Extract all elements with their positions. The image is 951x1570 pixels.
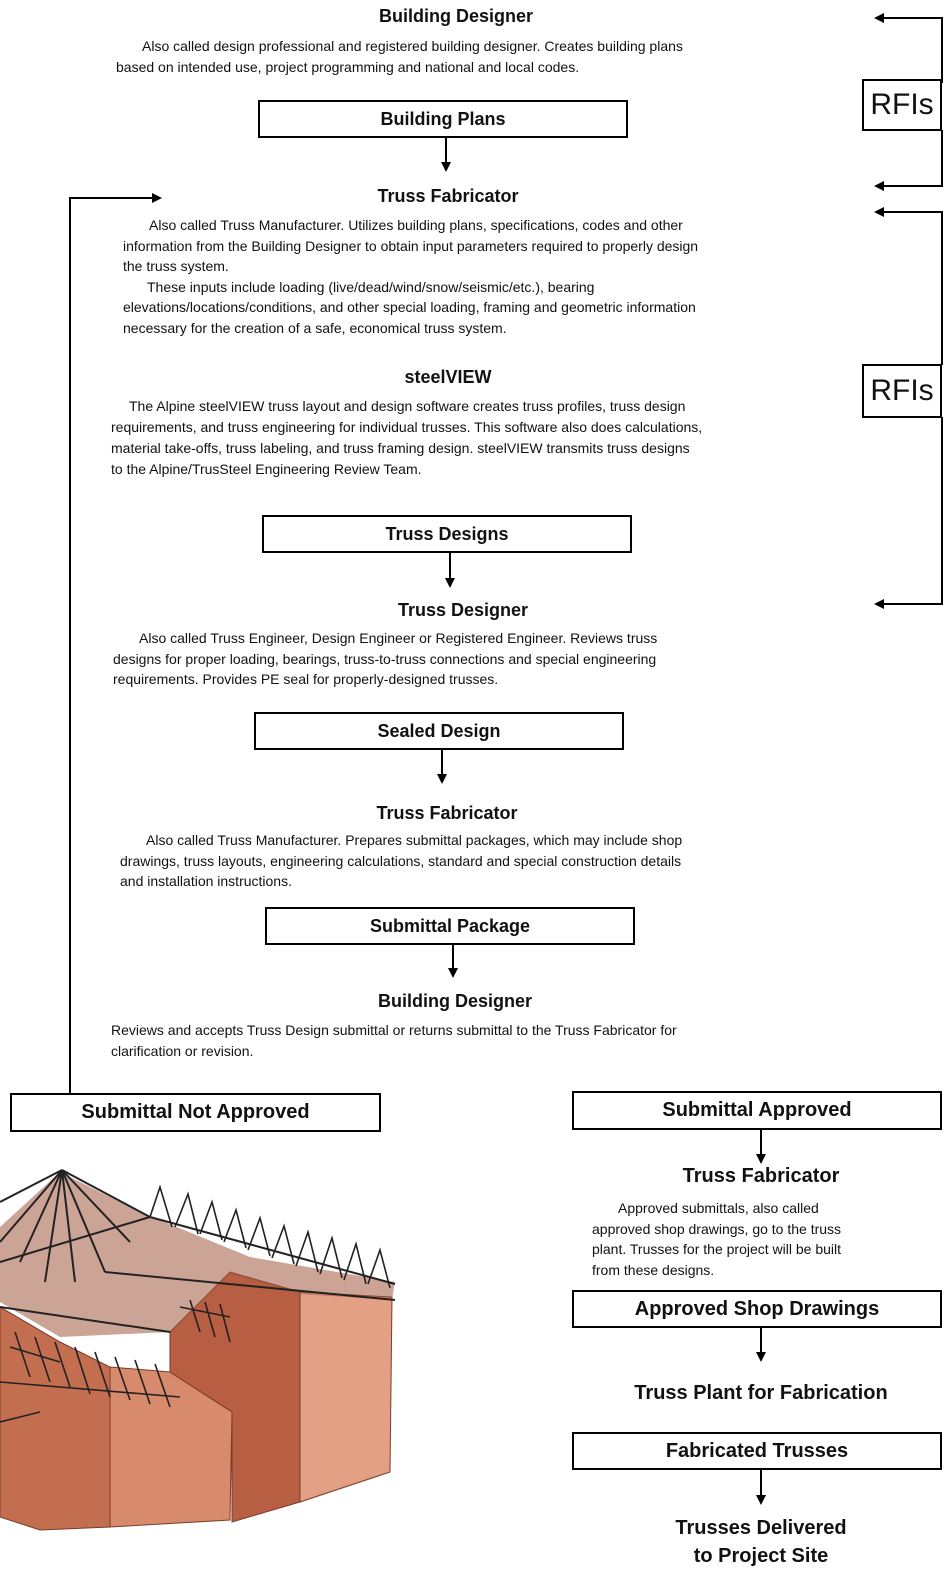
truss-members bbox=[0, 1169, 396, 1333]
desc-steelview: The Alpine steelVIEW truss layout and de… bbox=[111, 398, 703, 477]
desc-truss-fabricator-3: Approved submittals, also called approve… bbox=[592, 1200, 842, 1278]
rfi-label-top: RFIs bbox=[862, 79, 942, 131]
wall-right bbox=[299, 1291, 393, 1503]
wall-front bbox=[109, 1366, 233, 1528]
rfi-bracket-top bbox=[874, 13, 943, 83]
heading-truss-fabricator-1: Truss Fabricator bbox=[377, 186, 519, 206]
heading-steelview: steelVIEW bbox=[404, 367, 492, 387]
rfi-label-middle: RFIs bbox=[862, 364, 942, 418]
box-building-plans: Building Plans bbox=[258, 100, 628, 138]
box-fabricated-trusses: Fabricated Trusses bbox=[572, 1432, 942, 1470]
desc-truss-fabricator-2: Also called Truss Manufacturer. Prepares… bbox=[120, 832, 683, 889]
ridge-trusses bbox=[149, 1184, 391, 1289]
lower-trusses bbox=[0, 1299, 231, 1423]
heading-building-designer: Building Designer bbox=[378, 6, 533, 26]
heading-truss-plant: Truss Plant for Fabrication bbox=[634, 1382, 888, 1404]
desc-building-designer-2: Reviews and accepts Truss Design submitt… bbox=[111, 1022, 677, 1059]
truss-roof-illustration bbox=[0, 1169, 396, 1531]
box-truss-designs: Truss Designs bbox=[262, 515, 632, 553]
box-approved-shop-drawings: Approved Shop Drawings bbox=[572, 1290, 942, 1328]
box-submittal-approved: Submittal Approved bbox=[572, 1091, 942, 1130]
roof-plane bbox=[0, 1172, 395, 1337]
box-submittal-not-approved: Submittal Not Approved bbox=[10, 1093, 381, 1132]
desc-truss-fabricator-1: Also called Truss Manufacturer. Utilizes… bbox=[123, 217, 699, 336]
rfi-bracket-top-lower bbox=[874, 130, 943, 191]
box-submittal-package: Submittal Package bbox=[265, 907, 635, 945]
rfi-bracket-mid bbox=[874, 207, 943, 365]
desc-truss-designer: Also called Truss Engineer, Design Engin… bbox=[113, 630, 658, 687]
heading-trusses-delivered: Trusses Delivered to Project Site bbox=[675, 1517, 847, 1567]
box-sealed-design: Sealed Design bbox=[254, 712, 624, 750]
desc-building-designer: Also called design professional and regi… bbox=[116, 38, 683, 75]
rfi-bracket-mid-lower bbox=[874, 417, 943, 609]
heading-building-designer-2: Building Designer bbox=[377, 991, 532, 1011]
heading-truss-designer: Truss Designer bbox=[397, 600, 529, 620]
heading-truss-fabricator-2: Truss Fabricator bbox=[376, 803, 518, 823]
arrow-not-approved-loop bbox=[69, 193, 162, 1093]
heading-truss-fabricator-3: Truss Fabricator bbox=[682, 1165, 840, 1187]
